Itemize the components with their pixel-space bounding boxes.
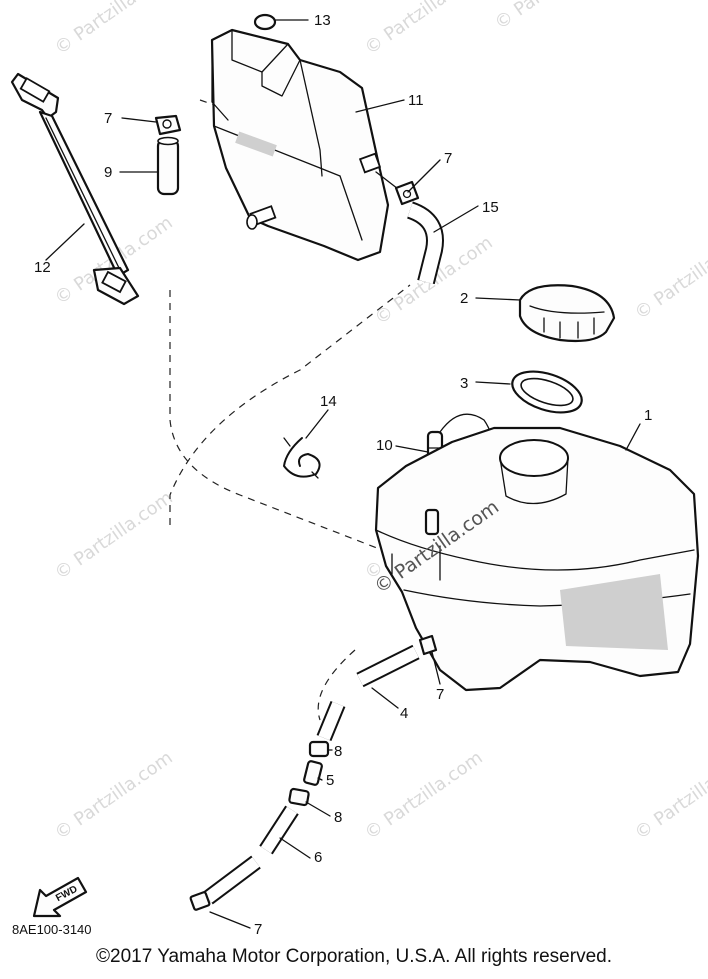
clip-part-14: [283, 437, 321, 479]
callout-1: 1: [644, 407, 652, 424]
callout-4: 4: [400, 705, 408, 722]
guide-line-breather: [169, 290, 396, 556]
watermark: © Partzilla.com: [361, 747, 487, 844]
fuel-tank-part-1: [374, 426, 700, 692]
watermark: © Partzilla.com: [631, 747, 708, 844]
watermark: © Partzilla.com: [491, 0, 617, 34]
strap-part-12: [10, 72, 140, 306]
callout-7-tank: 7: [436, 686, 444, 703]
watermark: © Partzilla.com: [51, 747, 177, 844]
callout-11: 11: [408, 92, 424, 109]
connector-part-5: [303, 760, 323, 786]
diagram-code: 8AE100-3140: [12, 922, 92, 937]
callout-14: 14: [320, 393, 337, 410]
clip-part-7-top: [154, 114, 182, 136]
callout-8-upper: 8: [334, 743, 342, 760]
clamp-part-8-upper: [308, 740, 330, 758]
callout-5: 5: [326, 772, 334, 789]
hose-part-4: [316, 644, 420, 742]
clip-part-7-bottom: [189, 891, 211, 911]
clamp-part-8-lower: [288, 787, 310, 807]
callout-7-bottom: 7: [254, 921, 262, 938]
callout-9: 9: [104, 164, 112, 181]
gasket-part-3: [511, 370, 583, 414]
clip-part-7-tank: [418, 634, 438, 656]
callout-2: 2: [460, 290, 468, 307]
fwd-arrow-icon: FWD: [32, 876, 88, 918]
callout-3: 3: [460, 375, 468, 392]
guide-line-overflow: [169, 284, 411, 525]
watermark: © Partzilla.com: [361, 0, 487, 59]
copyright-footer: ©2017 Yamaha Motor Corporation, U.S.A. A…: [96, 946, 612, 967]
callout-6: 6: [314, 849, 322, 866]
callout-15: 15: [482, 199, 499, 216]
callout-7-top: 7: [104, 110, 112, 127]
callout-13: 13: [314, 12, 331, 29]
hose-part-9: [156, 136, 180, 196]
hose-part-6: [203, 805, 299, 905]
callout-12: 12: [34, 259, 51, 276]
watermark: © Partzilla.com: [51, 487, 177, 584]
reservoir-part-11: [210, 28, 390, 262]
callout-10: 10: [376, 437, 393, 454]
watermark: © Partzilla.com: [51, 0, 177, 59]
callout-8-lower: 8: [334, 809, 342, 826]
callout-labels: 13 11 7 9 7 15 12 2 3 14 1 10 7 4 8 5 8 …: [34, 12, 652, 938]
leader-lines: [45, 19, 641, 929]
cap-part-13: [253, 13, 277, 31]
watermark-layer: © Partzilla.com © Partzilla.com © Partzi…: [51, 0, 708, 844]
watermark: © Partzilla.com: [631, 227, 708, 324]
callout-7-reservoir: 7: [444, 150, 452, 167]
hose-part-15: [406, 201, 444, 285]
fuel-cap-part-2: [518, 284, 616, 343]
